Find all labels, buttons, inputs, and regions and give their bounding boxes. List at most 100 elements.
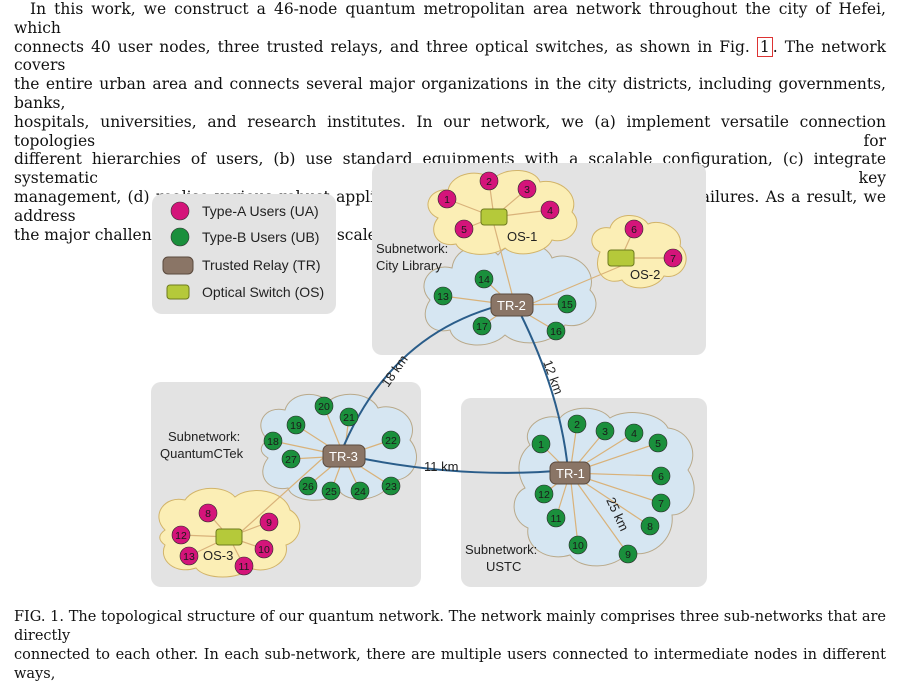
switch-label-os1: OS-1: [507, 229, 537, 244]
user-node-label: 15: [561, 299, 573, 311]
user-node-label: 25: [325, 486, 337, 498]
user-node: [171, 525, 191, 545]
user-node-label: 7: [658, 498, 664, 510]
user-node-label: 13: [437, 291, 449, 303]
user-node: [595, 421, 615, 441]
user-node: [254, 539, 274, 559]
legend-panel: [152, 194, 336, 314]
user-node-label: 3: [524, 184, 530, 196]
legend-label-type-b: Type-B Users (UB): [202, 229, 319, 245]
switch-icon: [215, 528, 243, 546]
switch-icon: [607, 249, 635, 267]
user-node: [286, 415, 306, 435]
distance-label-12km: 12 km: [540, 358, 566, 396]
user-node: [314, 396, 334, 416]
relay-label-tr3: TR-3: [329, 449, 358, 464]
user-node-label: 14: [478, 274, 490, 286]
user-node: [640, 516, 660, 536]
user-node: [437, 189, 457, 209]
user-node-label: 10: [258, 544, 270, 556]
user-node-label: 3: [602, 426, 608, 438]
fiber-links: [339, 302, 569, 474]
switch-os1: OS-1: [480, 208, 537, 244]
figure-reference-link[interactable]: 1: [756, 36, 773, 57]
relay-icon: [490, 293, 534, 317]
figure-caption: FIG. 1. The topological structure of our…: [14, 608, 886, 684]
distance-label-11km: 11 km: [424, 459, 458, 474]
subnetwork-label: Subnetwork:: [465, 542, 537, 557]
user-node-label: 18: [267, 436, 279, 448]
user-node: [472, 316, 492, 336]
user-node-label: 2: [486, 176, 492, 188]
link-tr2-tr3: [339, 302, 511, 456]
user-node-label: 20: [318, 401, 330, 413]
user-node: [648, 433, 668, 453]
legend-label-switch: Optical Switch (OS): [202, 284, 324, 300]
network-topology-figure: 18 km 12 km 11 km 25 km Type-A Users (UA…: [151, 163, 707, 587]
user-node: [234, 556, 254, 576]
switch-legend-icon: [166, 284, 190, 300]
user-node: [381, 476, 401, 496]
paragraph-line: the entire urban area and connects sever…: [14, 75, 886, 112]
type-a-legend-icon: [170, 201, 190, 221]
user-node-label: 12: [538, 489, 550, 501]
user-node: [474, 269, 494, 289]
user-node: [651, 493, 671, 513]
paragraph-line: connects 40 user nodes, three trusted re…: [14, 36, 886, 76]
user-node-label: 10: [572, 540, 584, 552]
user-node: [534, 484, 554, 504]
switch-label-os2: OS-2: [630, 267, 660, 282]
user-node-label: 9: [625, 549, 631, 561]
caption-line: connected to each other. In each sub-net…: [14, 647, 886, 682]
user-node-label: 19: [290, 420, 302, 432]
user-node: [454, 219, 474, 239]
user-node: [531, 434, 551, 454]
user-node-label: 13: [183, 551, 195, 563]
user-node: [381, 430, 401, 450]
caption-line: FIG. 1. The topological structure of our…: [14, 609, 886, 644]
subnetwork-name-ustc: USTC: [486, 559, 521, 574]
user-node-label: 4: [631, 428, 637, 440]
user-node-label: 1: [538, 439, 544, 451]
user-node-label: 7: [670, 253, 676, 265]
subnetwork-label: Subnetwork:: [168, 429, 240, 444]
user-node-label: 24: [354, 486, 366, 498]
switch-os3: OS-3: [203, 528, 243, 563]
user-node: [281, 449, 301, 469]
user-node-label: 5: [461, 224, 467, 236]
subnetwork-name-city-library: City Library: [376, 258, 442, 273]
relay-label-tr2: TR-2: [497, 298, 526, 313]
user-node: [618, 544, 638, 564]
user-node-label: 23: [385, 481, 397, 493]
user-node: [298, 476, 318, 496]
spoke-link: [569, 472, 579, 546]
user-node: [479, 171, 499, 191]
legend-label-type-a: Type-A Users (UA): [202, 203, 319, 219]
user-node: [546, 508, 566, 528]
user-node-label: 4: [547, 205, 553, 217]
paragraph-line: hospitals, universities, and research in…: [14, 112, 886, 150]
relay-tr1: TR-1: [549, 461, 591, 485]
user-node-label: 8: [647, 521, 653, 533]
legend-label-relay: Trusted Relay (TR): [202, 257, 321, 273]
link-tr2-tr1: [514, 302, 569, 471]
user-node: [321, 481, 341, 501]
switch-uplink: [493, 224, 513, 295]
user-node: [339, 407, 359, 427]
user-node-label: 8: [205, 508, 211, 520]
user-node: [651, 466, 671, 486]
paragraph-line: In this work, we construct a 46-node qua…: [14, 0, 886, 37]
user-node: [517, 179, 537, 199]
relay-tr2: TR-2: [490, 293, 534, 317]
user-node-label: 27: [285, 454, 297, 466]
user-node: [567, 414, 587, 434]
user-node-label: 2: [574, 419, 580, 431]
user-node-label: 1: [444, 194, 450, 206]
user-node-label: 11: [239, 561, 250, 573]
user-node: [540, 200, 560, 220]
paragraph-line-tail: . The network covers: [14, 37, 886, 75]
switch-uplink: [532, 265, 622, 304]
user-node: [259, 512, 279, 532]
user-node: [179, 546, 199, 566]
